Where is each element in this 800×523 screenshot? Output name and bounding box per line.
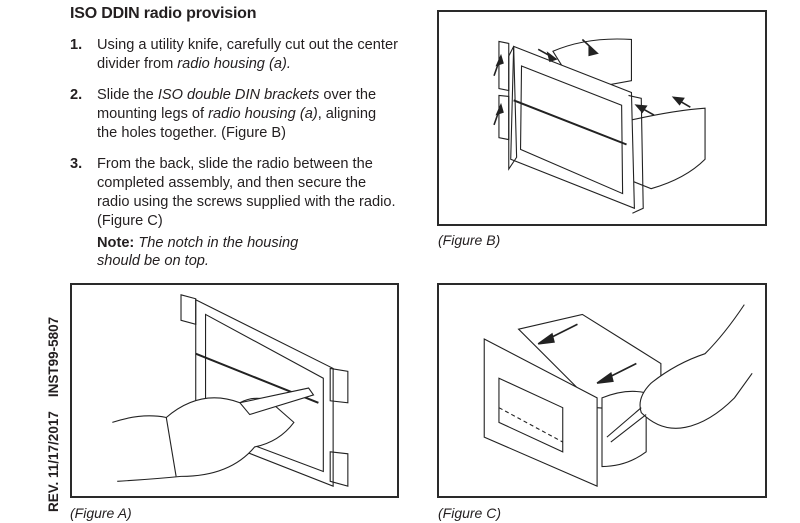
figure-a-caption: (Figure A) [70,505,132,521]
step-text: over the mounting legs of [97,87,377,122]
revision-footer: REV. 11/17/2017 INST99-5807 [46,317,61,512]
section-heading: ISO DDIN radio provision [70,5,257,22]
step-number: 1. [70,37,83,53]
figure-b-caption: (Figure B) [438,232,501,248]
step-text-italic: radio housing (a) [208,106,318,122]
note-text: The notch in the housing [134,235,299,251]
housing-window [206,314,324,471]
step-text-italic: radio housing (a). [177,56,291,72]
bracket-right [627,108,706,188]
center-divider [514,100,627,144]
figure-c-illustration [439,285,765,496]
figure-b [437,10,767,226]
step-number: 2. [70,87,83,103]
revision-date: REV. 11/17/2017 [46,411,61,512]
step-number: 3. [70,156,83,172]
step-1: 1. Using a utility knife, carefully cut … [70,36,400,74]
note-label: Note: [97,235,135,251]
step-text: Using a utility knife, carefully cut out… [97,37,398,72]
screwdriver [607,408,646,442]
figure-a-illustration [72,285,397,496]
housing-frame [484,339,597,486]
utility-knife [240,388,314,414]
step-3: 3. From the back, slide the radio betwee… [70,155,400,231]
direction-arrows [494,39,690,124]
step-text: Slide the [97,87,158,103]
hand [640,305,752,429]
step-2: 2. Slide the ISO double DIN brackets ove… [70,86,400,143]
housing-window [521,66,623,194]
hand [112,398,294,481]
figure-c [437,283,767,498]
note-text-2: should be on top. [97,253,209,269]
housing-frame [511,46,635,208]
bracket-right [602,391,646,466]
figure-c-caption: (Figure C) [438,505,502,521]
steps-list: 1. Using a utility knife, carefully cut … [70,36,400,243]
step-text: From the back, slide the radio between t… [97,156,396,229]
direction-arrows [538,324,636,383]
figure-b-illustration [439,12,765,224]
note: Note: The notch in the housing should be… [97,234,298,270]
figure-a [70,283,399,498]
radio-display [499,378,563,452]
step-text-italic: ISO double DIN brackets [157,87,320,103]
step-text: , aligning the holes together. (Figure B… [97,106,377,141]
document-id: INST99-5807 [46,316,61,398]
